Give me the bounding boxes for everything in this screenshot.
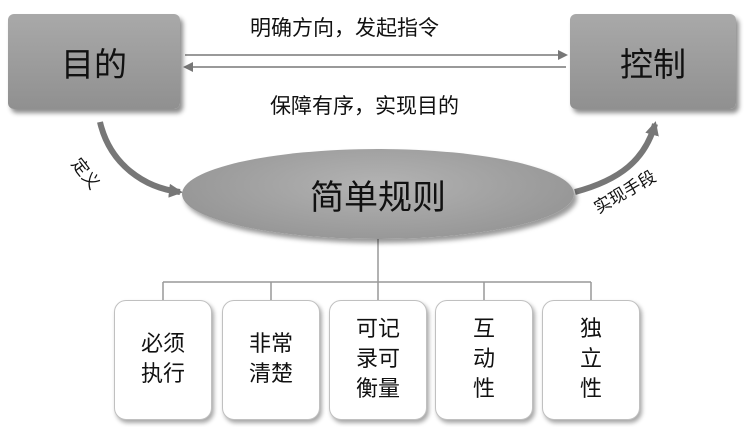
tree-connector <box>162 239 592 300</box>
rule-item-label: 必须执行 <box>140 332 185 387</box>
rule-item-must-execute: 必须执行 <box>114 300 212 420</box>
rule-item-label: 独立性 <box>579 317 602 402</box>
rule-item-interactive: 互动性 <box>435 300 533 420</box>
simple-rules-node: 简单规则 <box>182 149 574 239</box>
arrow-goal-to-rules <box>97 121 183 198</box>
arrow-rules-to-control <box>574 121 659 195</box>
rule-item-independent: 独立性 <box>542 300 640 420</box>
goal-node: 目的 <box>8 14 180 109</box>
rule-item-label: 可记录可衡量 <box>355 317 400 402</box>
rule-item-label: 非常清楚 <box>248 332 293 387</box>
control-to-goal-label: 保障有序，实现目的 <box>270 94 459 118</box>
goal-to-control-label: 明确方向，发起指令 <box>250 16 439 40</box>
rule-item-label: 互动性 <box>472 317 495 402</box>
rule-item-recordable-measurable: 可记录可衡量 <box>329 300 427 420</box>
rule-item-very-clear: 非常清楚 <box>222 300 320 420</box>
control-node: 控制 <box>570 14 736 109</box>
